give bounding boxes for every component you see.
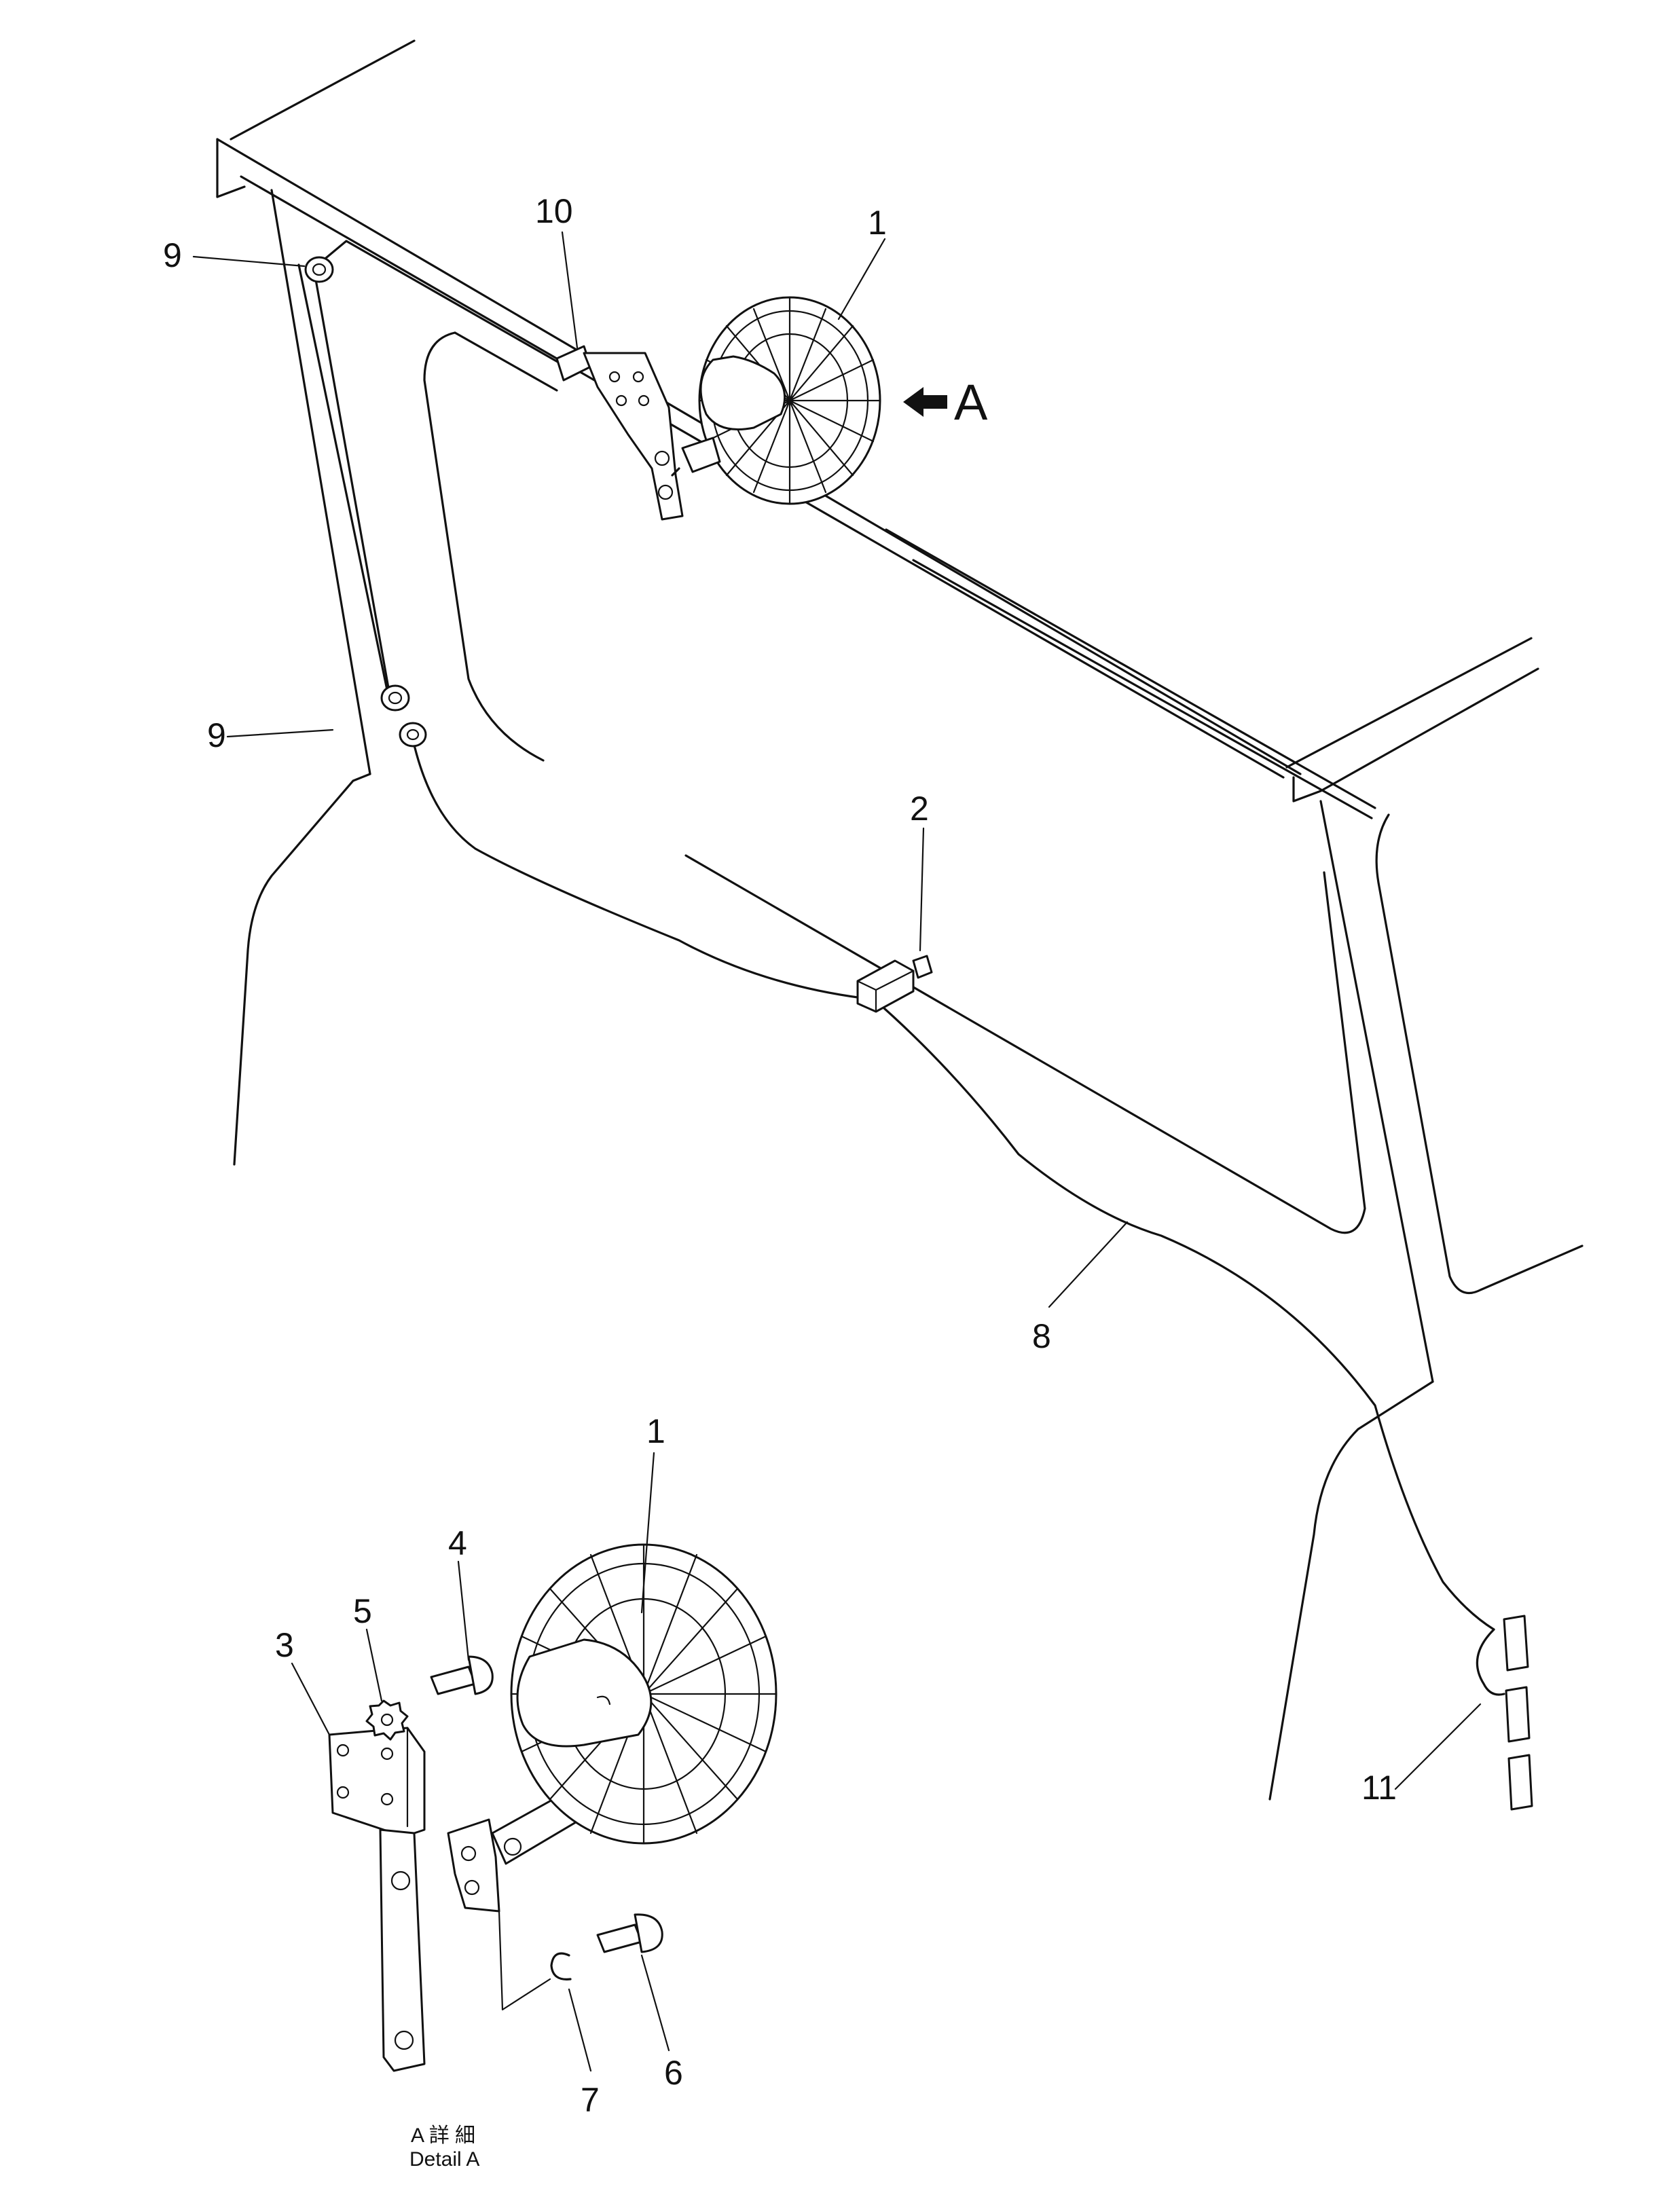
- callout-4: 4: [448, 1524, 467, 1562]
- detail-caption-japanese: A 詳 細: [411, 2124, 475, 2147]
- callout-3: 3: [275, 1626, 294, 1664]
- grommet-top: [304, 256, 334, 283]
- detail-caption: A 詳 細 Detail A: [409, 2124, 479, 2171]
- detail-a-assembly: [328, 1543, 777, 2072]
- callout-labels: 1 10 9 9 2 8 11 1 3 4 5 6 7: [163, 192, 1397, 2119]
- grommet-mid-b: [399, 722, 427, 748]
- callout-leaders: [192, 231, 1482, 2072]
- callout-9-top: 9: [163, 236, 182, 274]
- callout-2: 2: [910, 790, 929, 828]
- work-lamp-top: [671, 296, 881, 505]
- callout-9-mid: 9: [207, 716, 226, 754]
- callout-5: 5: [353, 1592, 372, 1630]
- view-arrow-label: A: [954, 374, 988, 430]
- callout-8: 8: [1032, 1317, 1051, 1355]
- wiring-harness: [312, 240, 1505, 1696]
- callout-7: 7: [581, 2081, 600, 2119]
- switch-part-2: [856, 955, 933, 1013]
- callout-1-detail: 1: [646, 1412, 665, 1450]
- cab-body-outline: [216, 39, 1584, 1801]
- connector-part-11: [1503, 1615, 1533, 1811]
- grommet-mid-a: [380, 684, 410, 712]
- callout-1-top: 1: [868, 204, 887, 242]
- callout-11: 11: [1361, 1769, 1397, 1807]
- callout-10: 10: [535, 192, 573, 230]
- view-arrow-a: A: [903, 374, 988, 430]
- mount-bracket-top: [555, 345, 684, 521]
- detail-caption-english: Detail A: [409, 2148, 479, 2171]
- callout-6: 6: [664, 2054, 683, 2092]
